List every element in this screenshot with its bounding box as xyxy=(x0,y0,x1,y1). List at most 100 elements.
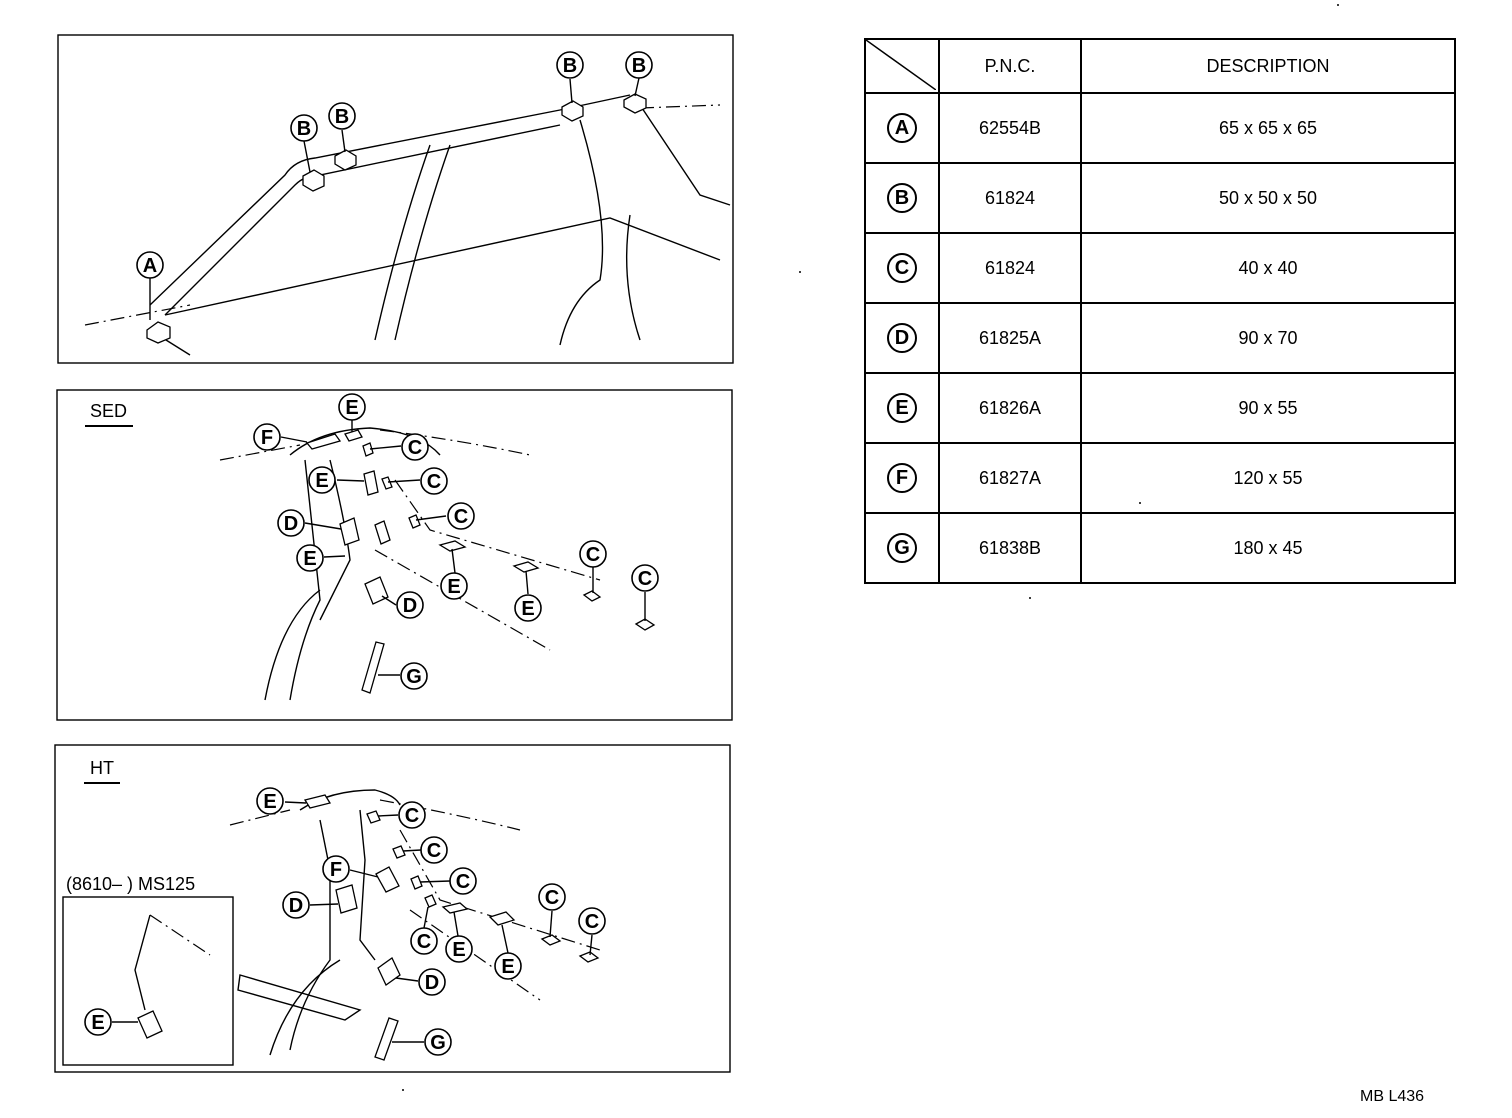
panel-roof-overview xyxy=(57,34,734,364)
row-symbol: E xyxy=(864,372,940,444)
row-description: 90 x 70 xyxy=(1080,302,1456,374)
callout-e: E xyxy=(445,935,473,963)
row-description: 65 x 65 x 65 xyxy=(1080,92,1456,164)
row-symbol: B xyxy=(864,162,940,234)
callout-letter: C xyxy=(586,544,600,566)
callout-e: E xyxy=(308,466,336,494)
callout-e: E xyxy=(84,1008,112,1036)
row-description: 40 x 40 xyxy=(1080,232,1456,304)
callout-letter: D xyxy=(403,595,417,617)
callout-f: F xyxy=(322,855,350,883)
callout-letter: C xyxy=(417,931,431,953)
ht-label: HT xyxy=(90,758,114,778)
row-pnc: 61838B xyxy=(938,512,1082,584)
callout-e: E xyxy=(514,594,542,622)
callout-c: C xyxy=(538,883,566,911)
callout-letter: D xyxy=(425,972,439,994)
row-symbol: G xyxy=(864,512,940,584)
callout-letter: E xyxy=(315,470,328,492)
row-description: 90 x 55 xyxy=(1080,372,1456,444)
callout-c: C xyxy=(579,540,607,568)
callout-d: D xyxy=(277,509,305,537)
callout-e: E xyxy=(494,952,522,980)
callout-letter: A xyxy=(143,255,157,277)
callout-letter: C xyxy=(638,568,652,590)
row-symbol: C xyxy=(864,232,940,304)
callout-letter: E xyxy=(263,791,276,813)
row-pnc: 61824 xyxy=(938,162,1082,234)
callout-c: C xyxy=(447,502,475,530)
callout-letter: B xyxy=(335,106,349,128)
row-pnc: 61827A xyxy=(938,442,1082,514)
callout-b: B xyxy=(328,102,356,130)
table-header-row: P.N.C. DESCRIPTION xyxy=(864,38,1456,94)
callout-letter: C xyxy=(408,437,422,459)
panel-sedan: SED xyxy=(56,389,733,721)
callout-d: D xyxy=(282,891,310,919)
callout-letter: E xyxy=(91,1012,104,1034)
sed-label: SED xyxy=(90,401,127,421)
callout-letter: B xyxy=(632,55,646,77)
callout-letter: C xyxy=(454,506,468,528)
symbol-badge: C xyxy=(887,253,917,283)
row-symbol: F xyxy=(864,442,940,514)
row-pnc: 61825A xyxy=(938,302,1082,374)
row-pnc: 61824 xyxy=(938,232,1082,304)
callout-d: D xyxy=(396,591,424,619)
callout-letter: G xyxy=(406,666,422,688)
callout-g: G xyxy=(424,1028,452,1056)
symbol-badge: B xyxy=(887,183,917,213)
callout-g: G xyxy=(400,662,428,690)
symbol-badge: D xyxy=(887,323,917,353)
symbol-badge: A xyxy=(887,113,917,143)
callout-d: D xyxy=(418,968,446,996)
callout-letter: B xyxy=(297,118,311,140)
header-description: DESCRIPTION xyxy=(1080,38,1456,94)
row-pnc: 61826A xyxy=(938,372,1082,444)
callout-c: C xyxy=(401,433,429,461)
row-symbol: A xyxy=(864,92,940,164)
callout-letter: C xyxy=(405,805,419,827)
callout-f: F xyxy=(253,423,281,451)
callout-letter: E xyxy=(521,598,534,620)
row-description: 120 x 55 xyxy=(1080,442,1456,514)
callout-letter: C xyxy=(456,871,470,893)
callout-letter: C xyxy=(427,471,441,493)
callout-letter: D xyxy=(289,895,303,917)
header-diagonal-cell xyxy=(864,38,940,94)
callout-c: C xyxy=(420,836,448,864)
callout-c: C xyxy=(449,867,477,895)
callout-letter: F xyxy=(330,859,342,881)
row-description: 50 x 50 x 50 xyxy=(1080,162,1456,234)
callout-c: C xyxy=(578,907,606,935)
callout-b: B xyxy=(556,51,584,79)
row-description: 180 x 45 xyxy=(1080,512,1456,584)
symbol-badge: E xyxy=(887,393,917,423)
callout-b: B xyxy=(290,114,318,142)
callout-e: E xyxy=(338,393,366,421)
row-pnc: 62554B xyxy=(938,92,1082,164)
header-pnc: P.N.C. xyxy=(938,38,1082,94)
callout-letter: E xyxy=(452,939,465,961)
symbol-badge: G xyxy=(887,533,917,563)
callout-a: A xyxy=(136,251,164,279)
callout-letter: E xyxy=(303,548,316,570)
callout-letter: D xyxy=(284,513,298,535)
callout-letter: C xyxy=(427,840,441,862)
callout-c: C xyxy=(631,564,659,592)
callout-letter: E xyxy=(447,576,460,598)
callout-letter: C xyxy=(585,911,599,933)
callout-letter: F xyxy=(261,427,273,449)
symbol-badge: F xyxy=(887,463,917,493)
callout-c: C xyxy=(420,467,448,495)
